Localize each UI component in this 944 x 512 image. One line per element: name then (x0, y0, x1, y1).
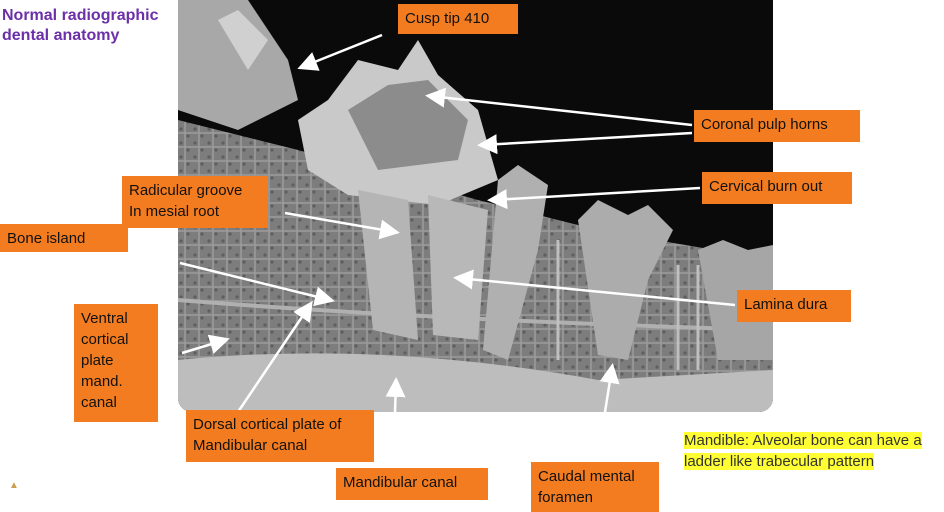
label-mandibular-canal: Mandibular canal (336, 468, 488, 500)
dental-radiograph (178, 0, 773, 412)
label-radicular-groove: Radicular groove In mesial root (122, 176, 268, 228)
label-coronal-pulp-horns: Coronal pulp horns (694, 110, 860, 142)
slide-marker-icon: ▲ (9, 480, 19, 491)
slide-title: Normal radiographic dental anatomy (2, 7, 159, 44)
label-bone-island: Bone island (0, 224, 128, 252)
label-caudal-mental-foramen: Caudal mental foramen (531, 462, 659, 512)
label-cusp-tip: Cusp tip 410 (398, 4, 518, 34)
trabecular-note-text: Mandible: Alveolar bone can have a ladde… (684, 432, 922, 470)
label-ventral-cortical-plate: Ventral cortical plate mand. canal (74, 304, 158, 422)
label-lamina-dura: Lamina dura (737, 290, 851, 322)
label-cervical-burn-out: Cervical burn out (702, 172, 852, 204)
label-dorsal-cortical-plate: Dorsal cortical plate of Mandibular cana… (186, 410, 374, 462)
trabecular-note: Mandible: Alveolar bone can have a ladde… (684, 430, 942, 472)
